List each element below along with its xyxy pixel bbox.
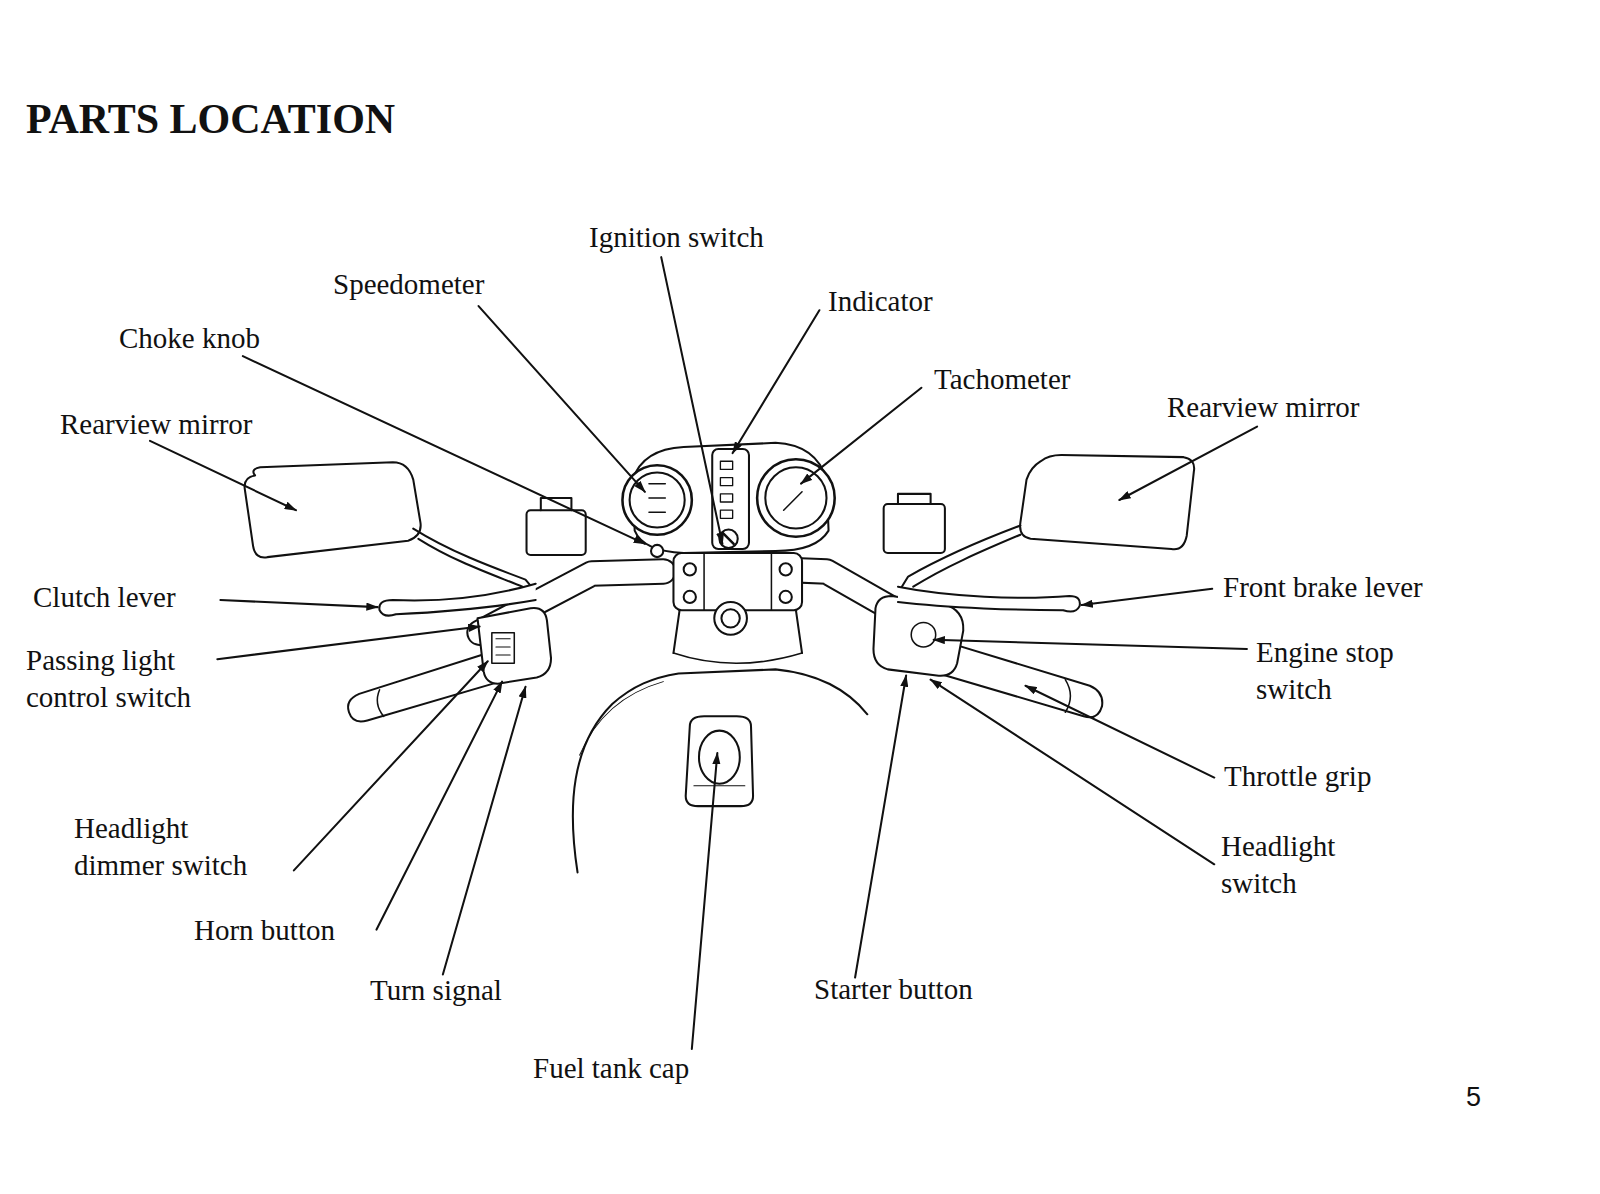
- page-number: 5: [1466, 1079, 1481, 1116]
- part-label: Rearview mirror: [1167, 389, 1359, 426]
- reservoir: [527, 510, 586, 555]
- fuel-cap: [686, 716, 753, 806]
- page-title: PARTS LOCATION: [26, 95, 395, 143]
- leader-lines: [150, 257, 1257, 1049]
- part-label: Headlight dimmer switch: [74, 810, 279, 884]
- mirror-stem: [413, 529, 535, 592]
- mirror: [1020, 455, 1194, 549]
- clutch-lever: [379, 584, 535, 616]
- grip: [939, 643, 1103, 717]
- part-label: Rearview mirror: [60, 406, 252, 443]
- part-label: Passing light control switch: [26, 642, 241, 716]
- brake-lever: [898, 587, 1080, 612]
- part-label: Fuel tank cap: [533, 1050, 689, 1087]
- part-label: Speedometer: [333, 266, 484, 303]
- part-label: Ignition switch: [589, 219, 764, 256]
- switch-housing: [478, 608, 551, 684]
- fuel-tank: [573, 669, 868, 872]
- switch-housing: [873, 596, 963, 676]
- mirror-stem: [418, 539, 522, 587]
- fuel-cap-center: [699, 731, 740, 784]
- indicator-panel: [712, 449, 749, 549]
- part-label: Clutch lever: [33, 579, 176, 616]
- part-label: Tachometer: [934, 361, 1070, 398]
- tachometer-dial: [757, 459, 835, 537]
- mirror: [245, 462, 421, 557]
- grip: [348, 653, 500, 721]
- fuel-cap-rim: [694, 785, 745, 786]
- stem-nut: [714, 602, 747, 635]
- tank-edge: [580, 682, 664, 755]
- part-label: Choke knob: [119, 320, 260, 357]
- part-label: Front brake lever: [1223, 569, 1423, 606]
- top-clamp: [673, 553, 802, 610]
- part-label: Turn signal: [370, 972, 502, 1009]
- part-label: Starter button: [814, 971, 973, 1008]
- speedometer-dial: [622, 465, 691, 534]
- part-label: Horn button: [194, 912, 335, 949]
- reservoir: [884, 504, 945, 553]
- part-label: Headlight switch: [1221, 828, 1371, 902]
- part-label: Engine stop switch: [1256, 634, 1436, 708]
- choke-knob: [651, 545, 663, 557]
- part-label: Indicator: [828, 283, 933, 320]
- part-label: Throttle grip: [1224, 758, 1371, 795]
